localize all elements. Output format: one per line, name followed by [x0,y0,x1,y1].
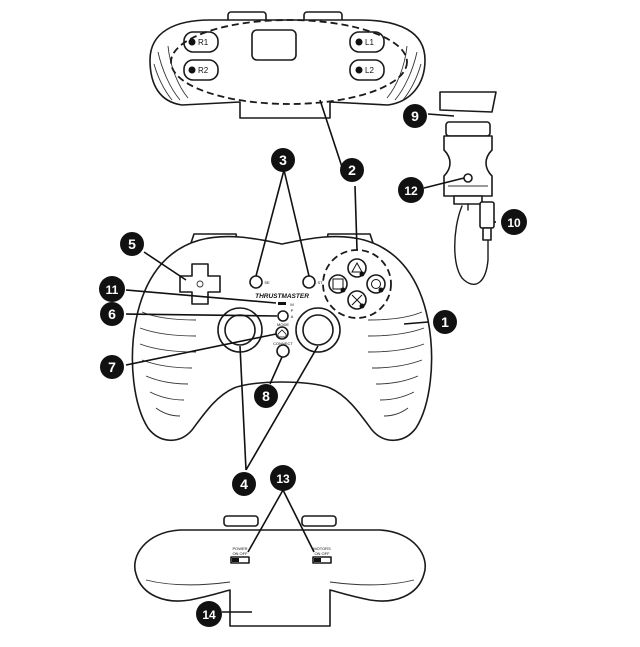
shoulder-buttons-highlight [170,19,408,105]
start-button [302,275,316,289]
svg-text:8: 8 [262,388,270,404]
svg-text:1: 1 [441,314,449,330]
callout-7: 7 [100,355,124,379]
adapter-cable [454,203,489,285]
mode-label: MODE [277,322,289,327]
right-analog-stick [302,314,334,346]
select-label: SE [264,280,270,285]
connect-button [276,344,290,358]
top-left-ridge-2 [167,45,189,99]
svg-text:12: 12 [404,184,418,198]
top-right-shoulder-buttons: L1 L2 [349,31,385,81]
circle-icon [371,279,381,289]
svg-text:3: 3 [279,152,287,168]
l1-button [349,31,385,53]
callout-12: 12 [398,177,424,203]
svg-text:13: 13 [276,472,290,486]
action-buttons [328,258,386,310]
indicator-label-m: M [290,302,293,307]
svg-text:5: 5 [128,236,136,252]
motors-switch-label: MOTORS [313,546,331,551]
home-mode-button [275,326,289,340]
usb-connector [479,201,495,229]
svg-text:11: 11 [106,283,119,297]
adapter-cap [439,91,497,113]
indicator-label-a: A [291,314,294,319]
callout-11: 11 [99,276,125,302]
bottom-right-bumper-stub [301,515,337,527]
cross-icon [351,294,363,306]
svg-text:14: 14 [202,608,216,622]
callout-9: 9 [403,104,427,128]
r2-label: R2 [198,66,209,75]
bottom-left-bumper-stub [223,515,259,527]
start-label: ST [317,280,323,285]
adapter-collar [453,195,483,205]
callout-8: 8 [254,384,278,408]
top-right-ridge-3 [402,63,422,101]
r2-button [183,59,219,81]
svg-text:2: 2 [348,162,356,178]
l1-label: L1 [365,38,374,47]
adapter-plug [445,121,491,137]
power-switch [230,556,250,564]
svg-text:10: 10 [507,216,521,230]
svg-text:4: 4 [240,476,248,492]
left-grip-ridges [139,311,197,417]
home-icon [277,329,287,338]
callout-2: 2 [340,158,364,182]
top-right-ridge-1 [394,51,418,101]
callout-1: 1 [433,310,457,334]
bottom-view-controller: POWER ON OFF MOTORS ON OFF [134,515,426,627]
adapter-led [463,173,473,183]
top-left-shoulder-buttons: R1 R2 [183,31,219,81]
mode-led-1 [278,302,286,305]
callout-4: 4 [232,472,256,496]
motors-switch [312,556,332,564]
left-analog-stick [224,314,256,346]
callout-10: 10 [501,209,527,235]
square-icon [332,278,344,290]
mode-button-upper [277,310,289,322]
callout-6: 6 [100,302,124,326]
usb-connector-neck [482,227,492,241]
power-switch-label: POWER [232,546,247,551]
select-button [249,275,263,289]
callout-13: 13 [270,465,296,491]
bottom-right-contour [329,579,415,586]
svg-text:7: 7 [108,359,116,375]
callout-14: 14 [196,601,222,627]
l2-button [349,59,385,81]
connect-label: CONNECT [273,341,293,346]
callout-5: 5 [120,232,144,256]
bottom-left-contour [145,579,231,586]
top-left-ridge-1 [157,51,181,101]
l2-label: L2 [365,66,374,75]
svg-text:6: 6 [108,306,116,322]
right-grip-ridges [367,311,425,417]
leader-lines [125,99,496,613]
triangle-icon [351,261,363,273]
brand-logo: THRUSTMASTER [255,293,309,300]
r1-label: R1 [198,38,209,47]
callout-3: 3 [271,148,295,172]
usb-adapter [439,91,497,285]
motors-switch-state: ON OFF [314,551,330,556]
top-center-port [251,29,297,61]
svg-text:9: 9 [411,108,419,124]
top-view-controller: R1 R2 L1 L2 [149,11,426,119]
indicator-label-p: P [291,308,294,313]
bottom-view-body [134,529,426,627]
adapter-body [443,135,493,197]
top-left-ridge-3 [153,63,173,101]
power-switch-state: ON OFF [232,551,248,556]
